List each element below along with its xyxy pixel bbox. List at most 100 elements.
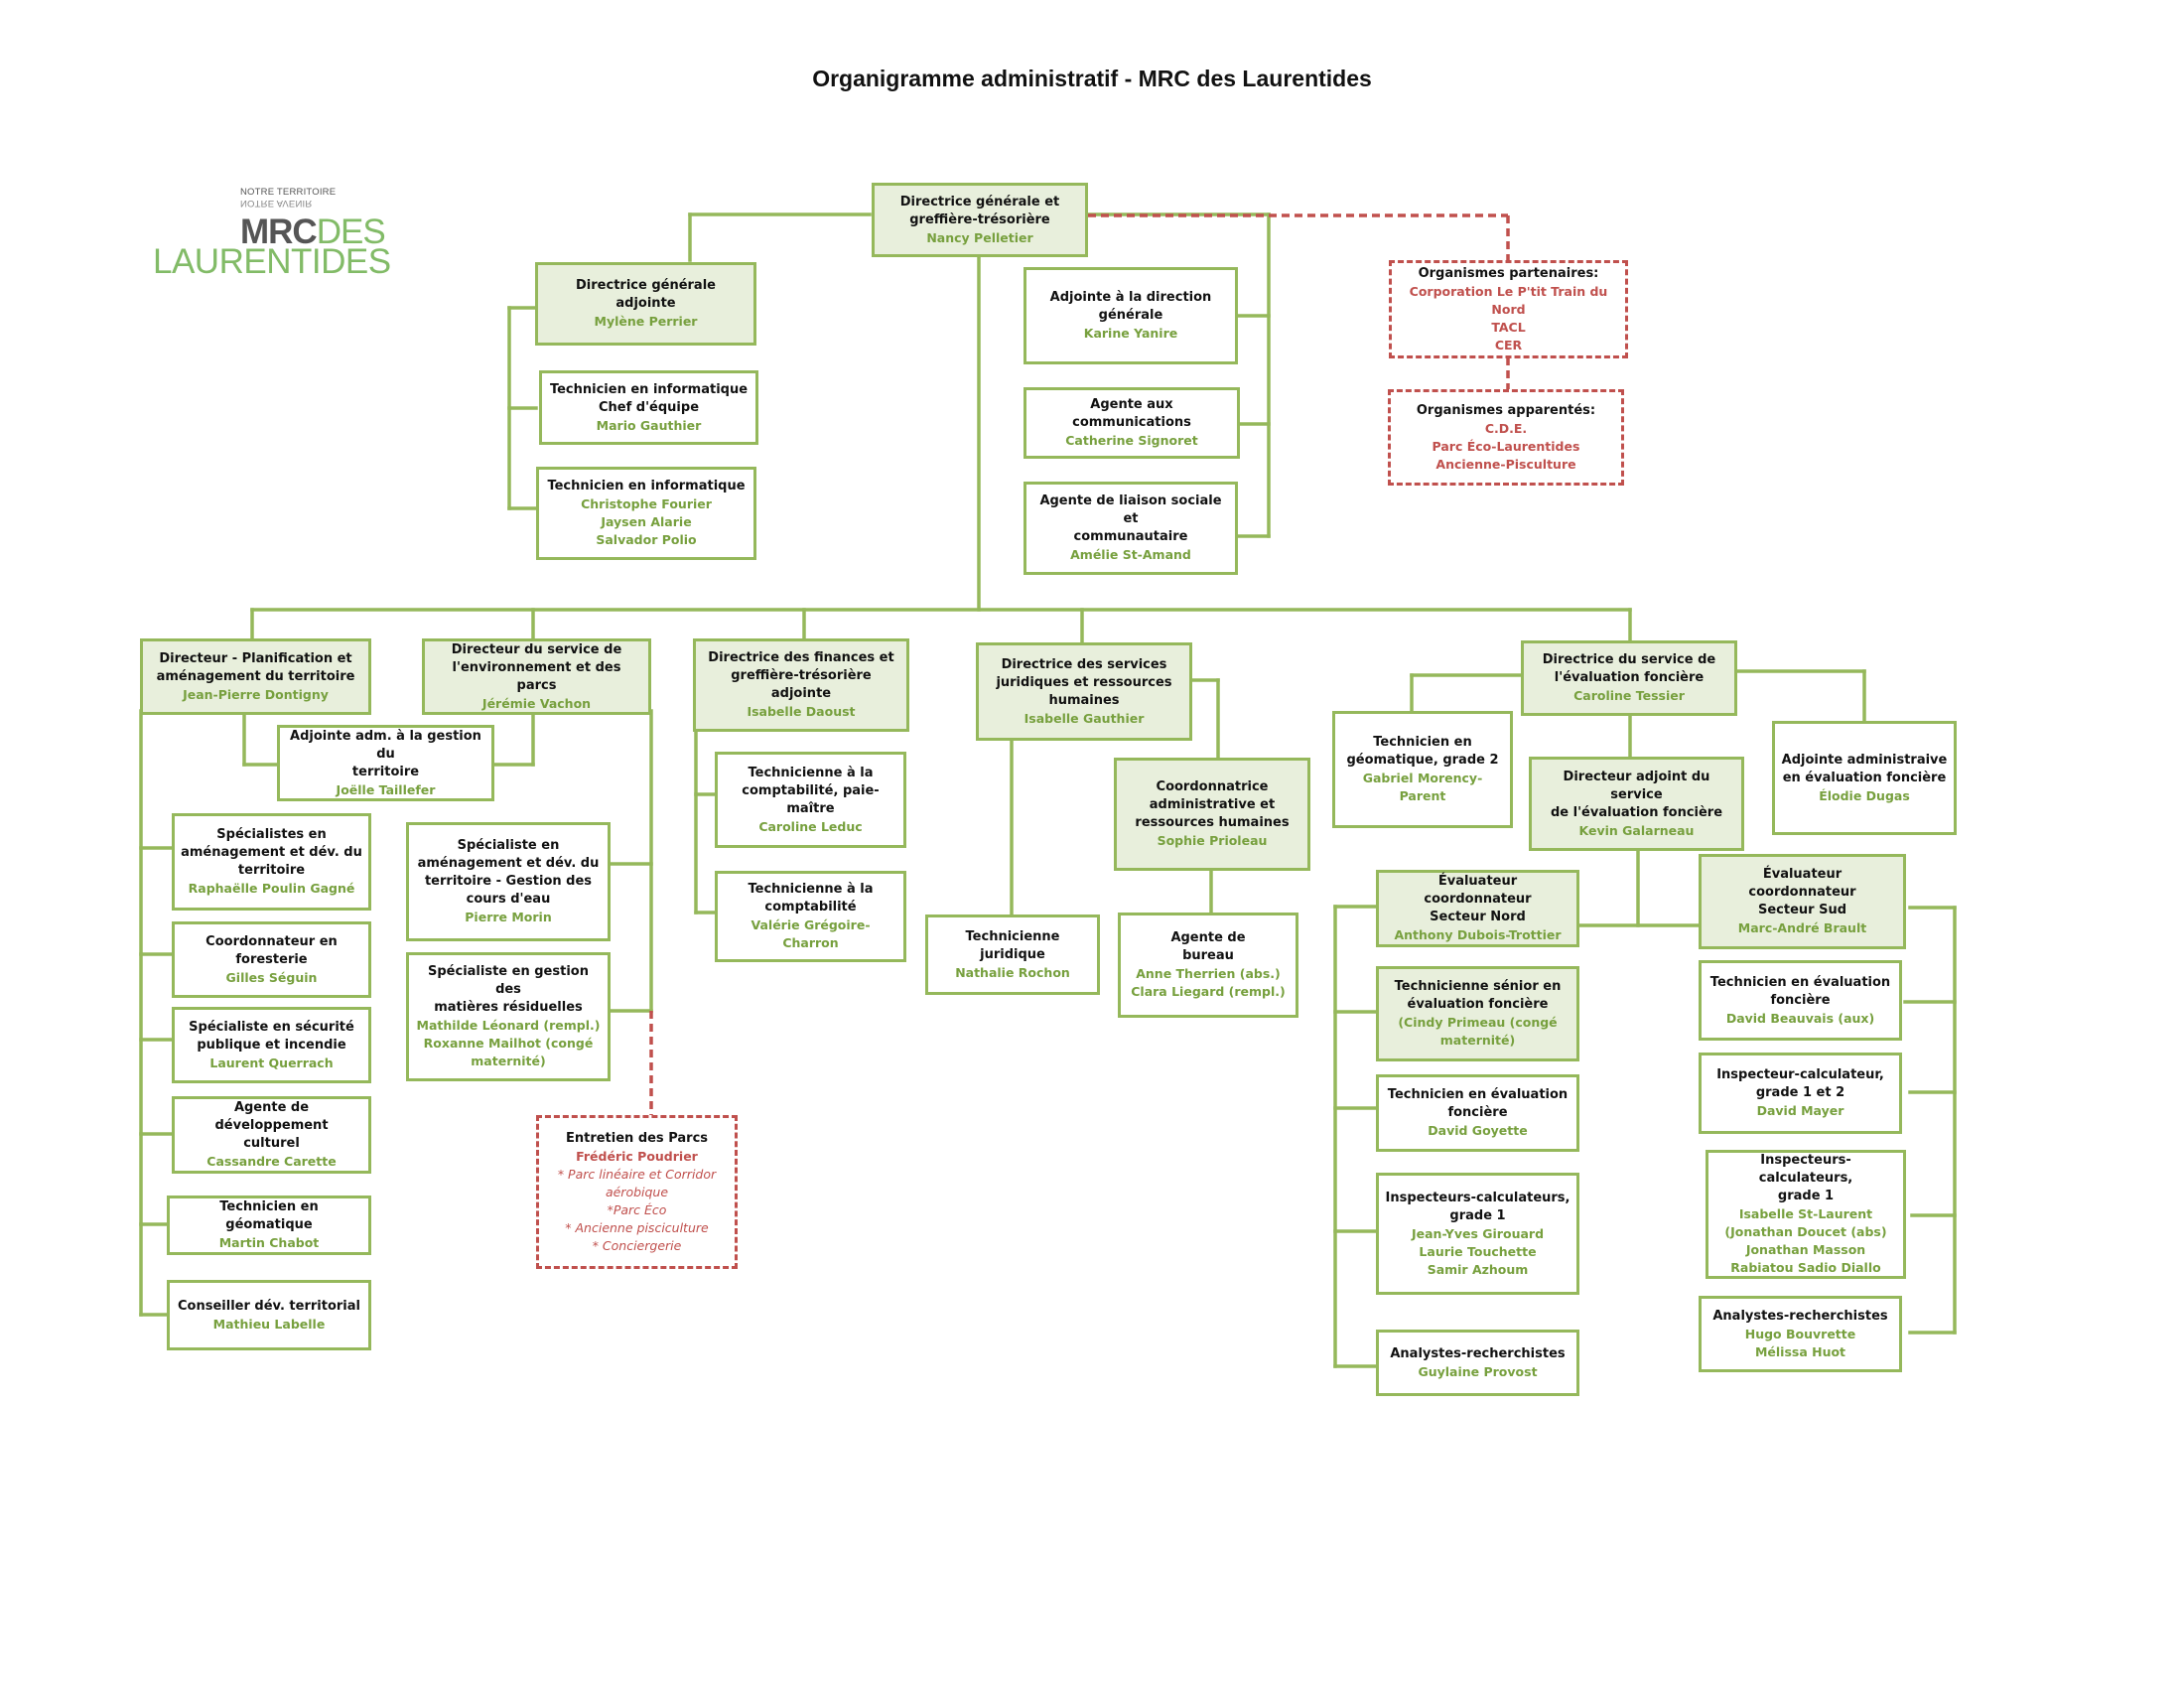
box-name-line: TACL: [1491, 319, 1526, 335]
logo-mrc: MRC: [240, 212, 318, 251]
box-directeur-adjoint-evaluation: Directeur adjoint du service de l'évaluat…: [1529, 757, 1744, 851]
box-title-line: Directrice du service de: [1542, 652, 1716, 667]
box-title-line: Évaluateur coordonnateur: [1424, 874, 1532, 907]
mrc-laurentides-logo: NOTRE TERRITOIRE NOTRE AVENIR MRCDES LAU…: [153, 185, 391, 284]
box-name-line: maternité): [1439, 1033, 1516, 1048]
box-name-line: David Goyette: [1428, 1123, 1528, 1138]
box-name-line: Raphaëlle Poulin Gagné: [188, 881, 355, 896]
box-title-line: Agente de développement: [214, 1100, 329, 1133]
box-name-line: Jean-Pierre Dontigny: [183, 686, 329, 702]
box-title-line: culturel: [243, 1136, 300, 1151]
box-name-line: Jérémie Vachon: [481, 695, 592, 711]
box-title-line: Spécialiste en gestion des: [428, 964, 589, 997]
box-title-line: Inspecteur-calculateur,: [1716, 1067, 1884, 1082]
box-title-line: aménagement et dév. du: [181, 845, 362, 860]
box-title-line: Technicienne juridique: [965, 928, 1060, 962]
box-directeur-environnement: Directeur du service de l'environnement e…: [422, 638, 651, 715]
box-name-line: Samir Azhoum: [1427, 1261, 1529, 1277]
box-name-line: CER: [1494, 337, 1523, 352]
box-title-line: Technicien en informatique: [549, 381, 749, 397]
box-name-line: Parc Éco-Laurentides: [1432, 438, 1580, 454]
box-name-line: Karine Yanire: [1083, 326, 1178, 341]
box-title-line: géomatique, grade 2: [1346, 753, 1499, 768]
page-title: Organigramme administratif - MRC des Lau…: [812, 66, 1372, 91]
box-title-line: Agente aux communications: [1072, 397, 1191, 430]
box-title-line: Adjointe administraive: [1781, 752, 1948, 768]
box-name-line: Isabelle Daoust: [747, 704, 856, 719]
box-title-line: Organismes partenaires:: [1418, 265, 1599, 281]
box-title-line: Technicienne à la: [748, 882, 874, 897]
box-title-line: Directeur adjoint du service: [1563, 769, 1710, 802]
logo-des: DES: [316, 212, 386, 251]
box-name-line: Jaysen Alarie: [601, 514, 692, 529]
box-name-line: Frédéric Poudrier: [576, 1148, 698, 1164]
box-item-line: * Parc linéaire et Corridor: [557, 1166, 717, 1182]
box-title-line: l'environnement et des parcs: [452, 659, 621, 693]
box-name-line: Élodie Dugas: [1819, 787, 1910, 803]
logo-tagline: NOTRE TERRITOIRE: [240, 187, 337, 198]
box-item-line: * Ancienne pisciculture: [565, 1219, 709, 1235]
box-name-line: Rabiatou Sadio Diallo: [1730, 1260, 1881, 1275]
logo-wordmark: MRCDES: [240, 212, 386, 251]
box-title-line: Spécialiste en sécurité: [189, 1019, 354, 1035]
box-item-line: * Conciergerie: [592, 1237, 682, 1253]
box-title-line: Technicien en évaluation: [1709, 974, 1891, 990]
box-name-line: Nancy Pelletier: [926, 229, 1033, 245]
box-title-line: communautaire: [1073, 529, 1188, 544]
box-title-line: Conseiller dév. territorial: [178, 1298, 360, 1314]
box-title-line: aménagement du territoire: [156, 668, 355, 684]
box-title-line: Directrice des finances et: [708, 650, 894, 665]
box-name-line: Cassandre Carette: [206, 1154, 337, 1169]
box-title-line: aménagement et dév. du: [417, 856, 600, 871]
box-name-line: Isabelle St-Laurent: [1738, 1206, 1873, 1221]
box-title-line: Directeur du service de: [451, 641, 622, 657]
box-name-line: Mélissa Huot: [1754, 1343, 1846, 1359]
box-name-line: Isabelle Gauthier: [1024, 710, 1145, 726]
box-name-line: Roxanne Mailhot (congé: [423, 1036, 594, 1051]
box-name-line: Guylaine Provost: [1418, 1363, 1538, 1379]
box-title-line: Analystes-recherchistes: [1712, 1308, 1888, 1324]
box-title-line: foncière: [1770, 992, 1831, 1008]
box-title-line: comptabilité, paie-maître: [742, 782, 880, 816]
box-title-line: Agente de: [1170, 930, 1246, 945]
box-name-line: (Jonathan Doucet (abs): [1724, 1224, 1887, 1239]
box-title-line: générale: [1098, 308, 1163, 323]
box-title-line: Technicienne sénior en: [1394, 979, 1562, 994]
box-name-line: C.D.E.: [1484, 420, 1528, 436]
box-name-line: Gabriel Morency-Parent: [1362, 771, 1483, 803]
box-title-line: de l'évaluation foncière: [1550, 804, 1723, 820]
box-name-line: Anthony Dubois-Trottier: [1394, 927, 1562, 942]
box-name-line: Jean-Yves Girouard: [1411, 1225, 1545, 1241]
box-name-line: Joëlle Taillefer: [336, 781, 436, 797]
box-item-line: aérobique: [605, 1184, 669, 1199]
box-name-line: Kevin Galarneau: [1578, 822, 1695, 838]
box-title-line: Adjointe à la direction: [1049, 290, 1212, 305]
box-organismes-apparentes: Organismes apparentés:C.D.E.Parc Éco-Lau…: [1388, 389, 1624, 486]
box-title-line: Technicien en informatique: [547, 479, 746, 493]
box-title-line: ressources humaines: [1135, 815, 1290, 830]
box-title-line: Coordonnateur en: [205, 933, 338, 949]
box-title-line: foncière: [1447, 1105, 1508, 1120]
box-title-line: Évaluateur coordonnateur: [1748, 867, 1856, 900]
box-title-line: bureau: [1182, 948, 1234, 963]
